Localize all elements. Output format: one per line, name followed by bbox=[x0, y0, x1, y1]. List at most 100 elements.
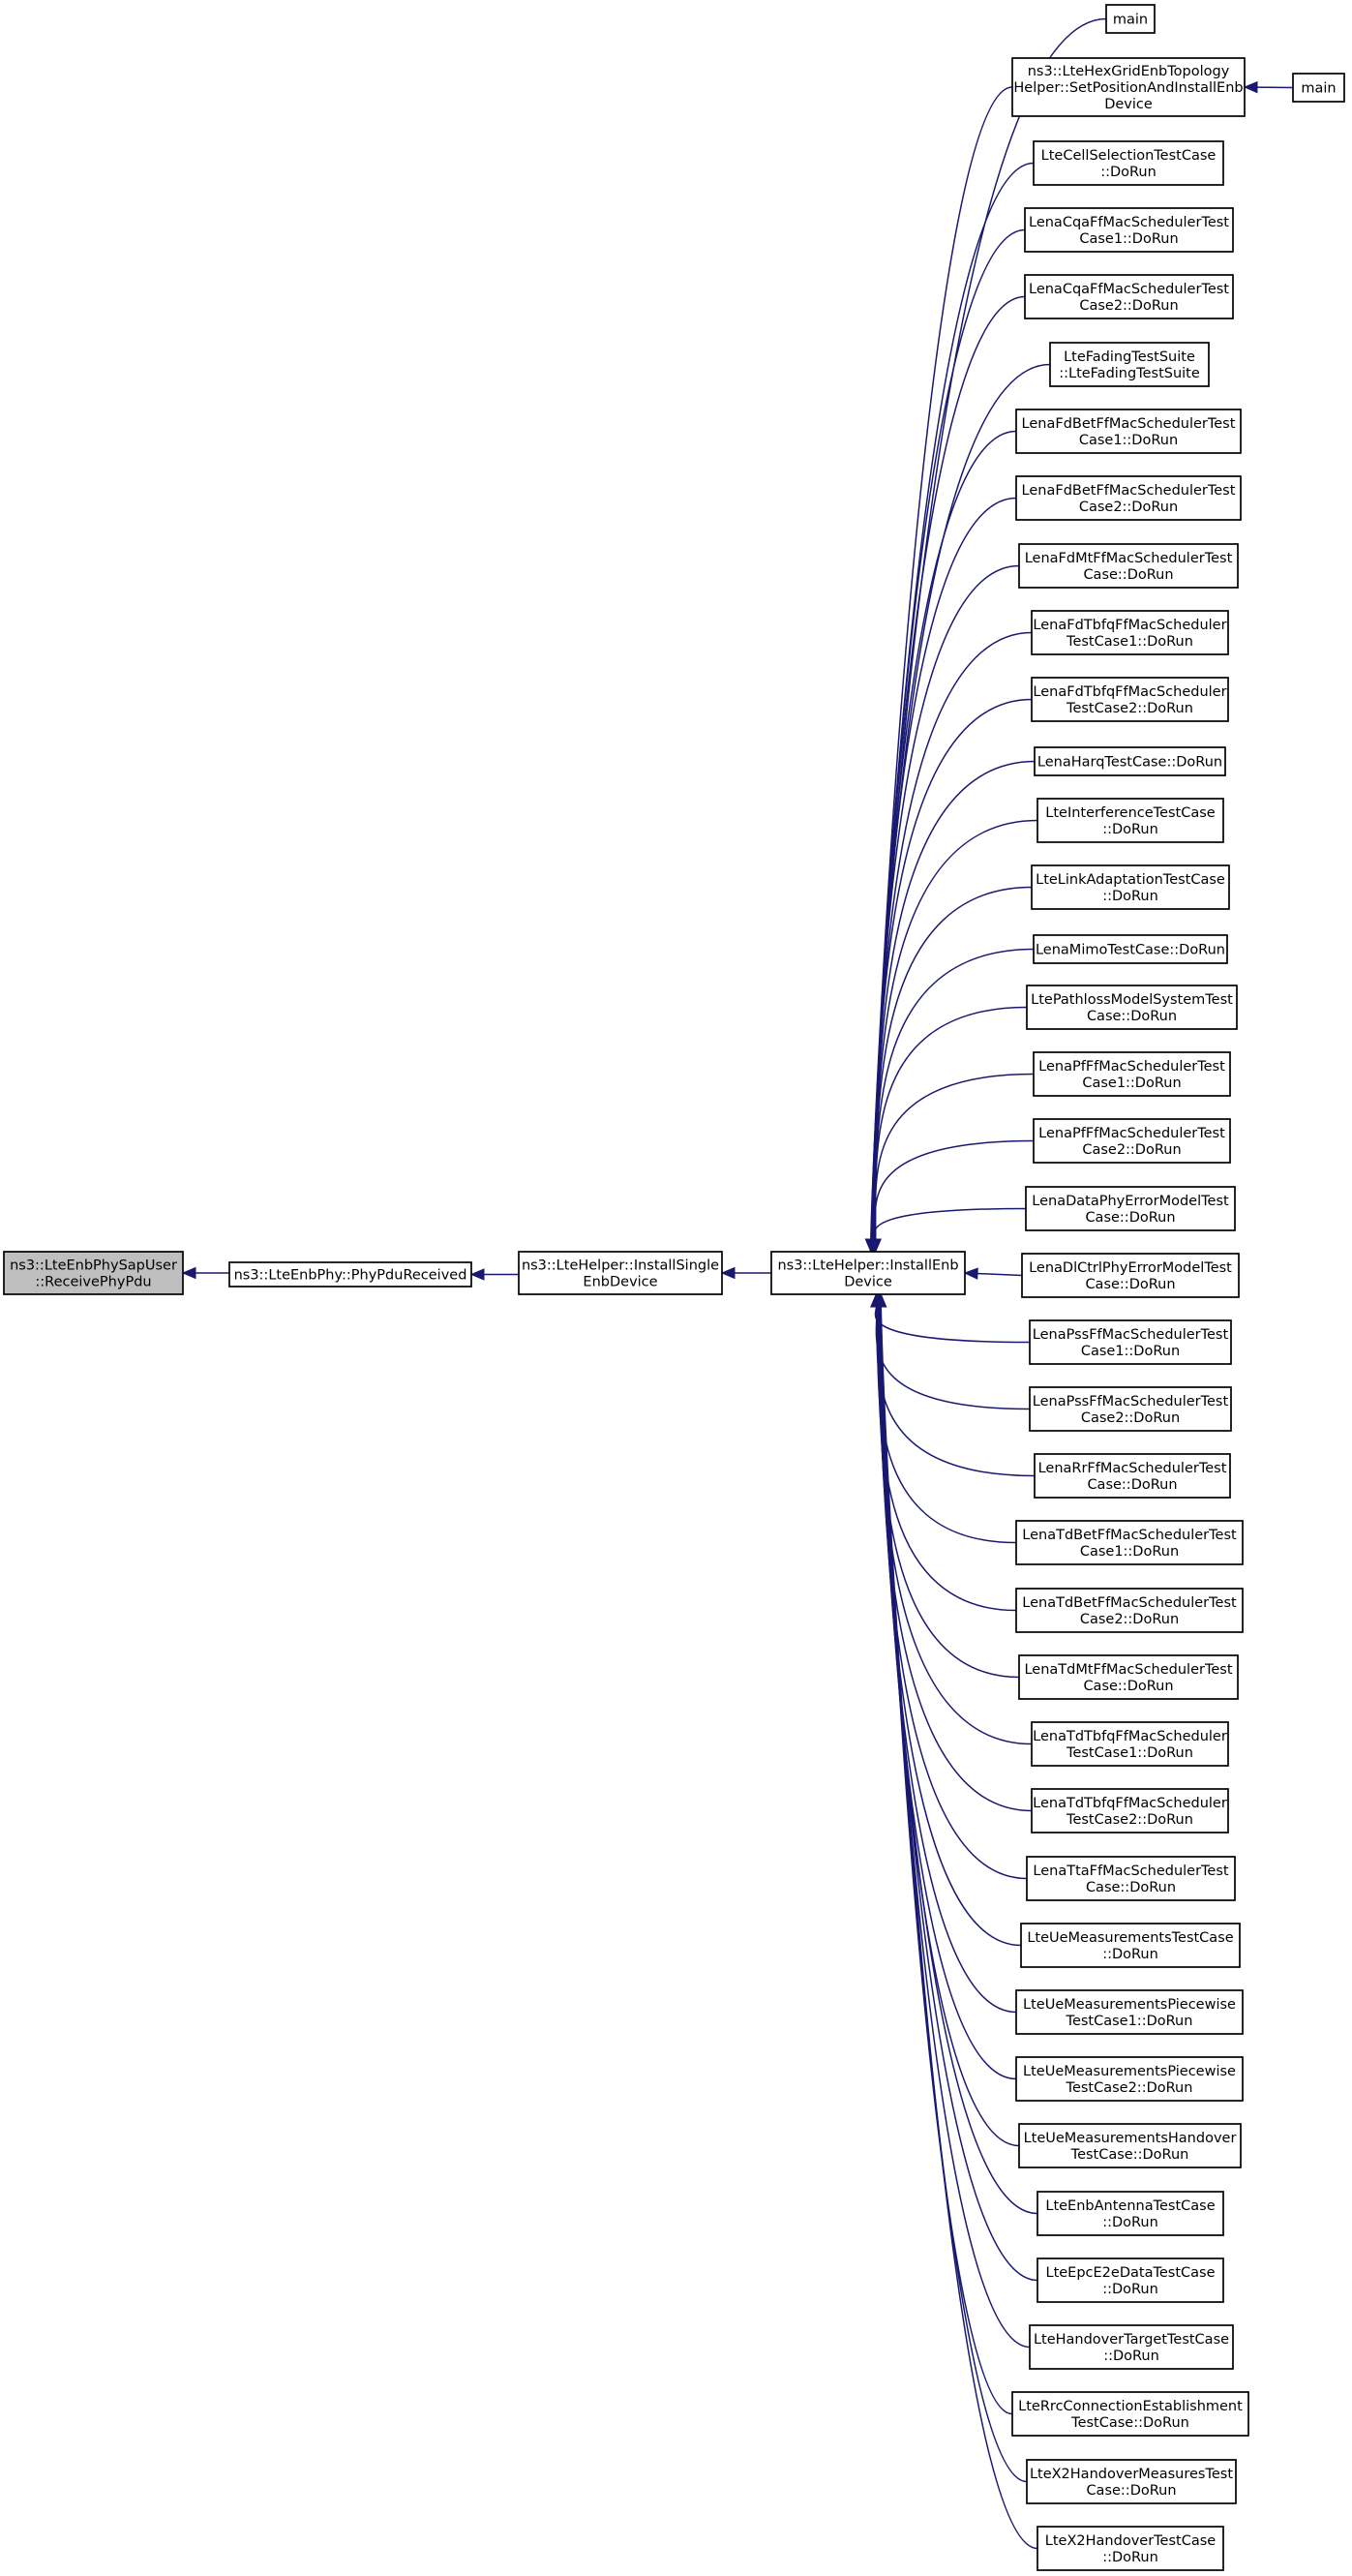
call-edge bbox=[976, 1272, 1023, 1277]
node-ns3-lteenbphy-phypdureceived-box bbox=[228, 1261, 472, 1288]
call-edge bbox=[871, 295, 1026, 1241]
node-ltex2handovertestcase-dorun[interactable]: LteX2HandoverTestCase::DoRun bbox=[1037, 2526, 1224, 2571]
node-lenafdmtffmacschedulertest-case-dorun-label: Case::DoRun bbox=[1083, 567, 1173, 583]
node-lteenbantennatestcase-dorun[interactable]: LteEnbAntennaTestCase::DoRun bbox=[1037, 2191, 1224, 2236]
node-lenamimotestcase-dorun[interactable]: LenaMimoTestCase::DoRun bbox=[1033, 934, 1228, 964]
node-lteepce2edatatestcase-dorun-label: LteEpcE2eDataTestCase bbox=[1046, 2265, 1216, 2281]
node-ns3-ltehexgridenbtopology-helper-setpositionandinstallenb-device-1-label: ns3::LteHexGridEnbTopology bbox=[1028, 64, 1230, 79]
call-edge bbox=[879, 1305, 1013, 2415]
edges bbox=[181, 17, 1294, 2550]
call-edge bbox=[874, 1006, 1028, 1241]
node-ltehandovertargettestcase-dorun[interactable]: LteHandoverTargetTestCase::DoRun bbox=[1029, 2324, 1234, 2370]
node-ltefadingtestsuite-ltefadingtestsuite[interactable]: LteFadingTestSuite::LteFadingTestSuite bbox=[1049, 342, 1210, 387]
node-lteinterferencetestcase-dorun-label: LteInterferenceTestCase bbox=[1045, 805, 1216, 821]
node-lenapssffmacschedulertest-case1-dorun-label: LenaPssFfMacSchedulerTest bbox=[1033, 1327, 1229, 1343]
node-ns3-ltehexgridenbtopology-helper-setpositionandinstallenb-device-1-label: Device bbox=[1104, 97, 1153, 112]
node-lteuemeasurementstestcase-dorun-label: ::DoRun bbox=[1102, 1947, 1158, 1962]
nodes: ns3::LteEnbPhySapUser::ReceivePhyPdu ns3:… bbox=[3, 4, 1345, 2571]
node-main-0-box bbox=[1105, 4, 1156, 34]
node-lenapssffmacschedulertest-case1-dorun-box bbox=[1029, 1319, 1232, 1365]
arrowhead bbox=[963, 1267, 978, 1280]
node-lteuemeasurementspiecewise-testcase2-dorun-box bbox=[1015, 2056, 1244, 2102]
node-lenattaffmacschedulertest-case-dorun-label: LenaTtaFfMacSchedulerTest bbox=[1033, 1864, 1229, 1879]
node-lterrcconnectionestablishment-testcase-dorun[interactable]: LteRrcConnectionEstablishmentTestCase::D… bbox=[1011, 2391, 1249, 2437]
node-lenafdtbfqffmacscheduler-testcase1-dorun-label: LenaFdTbfqFfMacScheduler bbox=[1033, 618, 1226, 633]
node-ns3-lteenbphy-phypdureceived[interactable]: ns3::LteEnbPhy::PhyPduReceived bbox=[228, 1261, 472, 1288]
node-lenaharqtestcase-dorun[interactable]: LenaHarqTestCase::DoRun bbox=[1034, 746, 1226, 776]
node-main-0[interactable]: main bbox=[1105, 4, 1156, 34]
node-ns3-lteenbphysapuser-receivephypdu[interactable]: ns3::LteEnbPhySapUser::ReceivePhyPdu bbox=[3, 1251, 184, 1295]
node-ltelinkadaptationtestcase-dorun[interactable]: LteLinkAdaptationTestCase::DoRun bbox=[1031, 864, 1230, 910]
node-lteuemeasurementspiecewise-testcase2-dorun[interactable]: LteUeMeasurementsPiecewiseTestCase2::DoR… bbox=[1015, 2056, 1244, 2102]
call-edge bbox=[874, 1305, 1031, 1344]
node-lteinterferencetestcase-dorun[interactable]: LteInterferenceTestCase::DoRun bbox=[1037, 798, 1224, 843]
call-edge bbox=[876, 1305, 1017, 1612]
node-lteenbantennatestcase-dorun-box bbox=[1037, 2191, 1224, 2236]
node-ns3-ltehexgridenbtopology-helper-setpositionandinstallenb-device-1-box bbox=[1011, 57, 1246, 117]
node-ns3-ltehelper-installsingle-enbdevice-box bbox=[518, 1251, 723, 1295]
node-lenadlctrlphyerrormodeltest-case-dorun-label: Case::DoRun bbox=[1085, 1277, 1175, 1292]
node-lenafdmtffmacschedulertest-case-dorun-box bbox=[1018, 543, 1239, 589]
node-lenacqaffmacschedulertest-case1-dorun-box bbox=[1024, 207, 1234, 253]
node-lenafdtbfqffmacscheduler-testcase2-dorun-label: TestCase2::DoRun bbox=[1066, 701, 1193, 716]
node-ns3-ltehelper-installsingle-enbdevice-label: ns3::LteHelper::InstallSingle bbox=[522, 1258, 719, 1274]
node-lenacqaffmacschedulertest-case2-dorun-label: Case2::DoRun bbox=[1079, 298, 1178, 314]
node-main-secondary-box bbox=[1292, 73, 1345, 103]
node-main-secondary[interactable]: main bbox=[1292, 73, 1345, 103]
node-ns3-ltehelper-installsingle-enbdevice-label: EnbDevice bbox=[583, 1275, 657, 1290]
node-ltecellselectiontestcase-dorun[interactable]: LteCellSelectionTestCase::DoRun bbox=[1033, 140, 1224, 186]
node-lenattaffmacschedulertest-case-dorun-box bbox=[1026, 1856, 1236, 1901]
node-lteepce2edatatestcase-dorun[interactable]: LteEpcE2eDataTestCase::DoRun bbox=[1037, 2258, 1224, 2303]
node-lenadataphyerrormodeltest-case-dorun-label: LenaDataPhyErrorModelTest bbox=[1032, 1194, 1229, 1209]
node-lenapfffmacschedulertest-case1-dorun-box bbox=[1033, 1051, 1231, 1097]
node-lenaharqtestcase-dorun-box bbox=[1034, 746, 1226, 776]
node-lteuemeasurementspiecewise-testcase1-dorun[interactable]: LteUeMeasurementsPiecewiseTestCase1::DoR… bbox=[1015, 1989, 1244, 2035]
call-edge bbox=[876, 1305, 1036, 1477]
node-ltecellselectiontestcase-dorun-box bbox=[1033, 140, 1224, 186]
node-ltehandovertargettestcase-dorun-label: LteHandoverTargetTestCase bbox=[1034, 2332, 1229, 2348]
node-lenatdmtffmacschedulertest-case-dorun-box bbox=[1018, 1654, 1239, 1700]
node-ltelinkadaptationtestcase-dorun-box bbox=[1031, 864, 1230, 910]
node-ns3-ltehexgridenbtopology-helper-setpositionandinstallenb-device-1[interactable]: ns3::LteHexGridEnbTopologyHelper::SetPos… bbox=[1011, 57, 1246, 117]
node-lteuemeasurementstestcase-dorun[interactable]: LteUeMeasurementsTestCase::DoRun bbox=[1020, 1923, 1241, 1968]
node-ltelinkadaptationtestcase-dorun-label: ::DoRun bbox=[1102, 889, 1158, 904]
node-ltecellselectiontestcase-dorun-label: ::DoRun bbox=[1100, 165, 1157, 180]
node-lterrcconnectionestablishment-testcase-dorun-box bbox=[1011, 2391, 1249, 2437]
node-lenatdtbfqffmacscheduler-testcase2-dorun-label: LenaTdTbfqFfMacScheduler bbox=[1033, 1796, 1227, 1811]
node-ltepathlossmodelsystemtest-case-dorun-label: Case::DoRun bbox=[1087, 1009, 1177, 1024]
node-lenatdtbfqffmacscheduler-testcase1-dorun-label: LenaTdTbfqFfMacScheduler bbox=[1033, 1729, 1227, 1744]
node-lenapfffmacschedulertest-case1-dorun-label: Case1::DoRun bbox=[1082, 1076, 1181, 1091]
node-main-0-label: main bbox=[1113, 13, 1148, 28]
call-edge bbox=[880, 1305, 1038, 2550]
node-ltefadingtestsuite-ltefadingtestsuite-label: ::LteFadingTestSuite bbox=[1059, 366, 1200, 381]
call-edge bbox=[877, 1305, 1033, 1812]
node-lenaharqtestcase-dorun-label: LenaHarqTestCase::DoRun bbox=[1037, 755, 1222, 771]
node-ns3-lteenbphysapuser-receivephypdu-label: ::ReceivePhyPdu bbox=[35, 1275, 151, 1290]
